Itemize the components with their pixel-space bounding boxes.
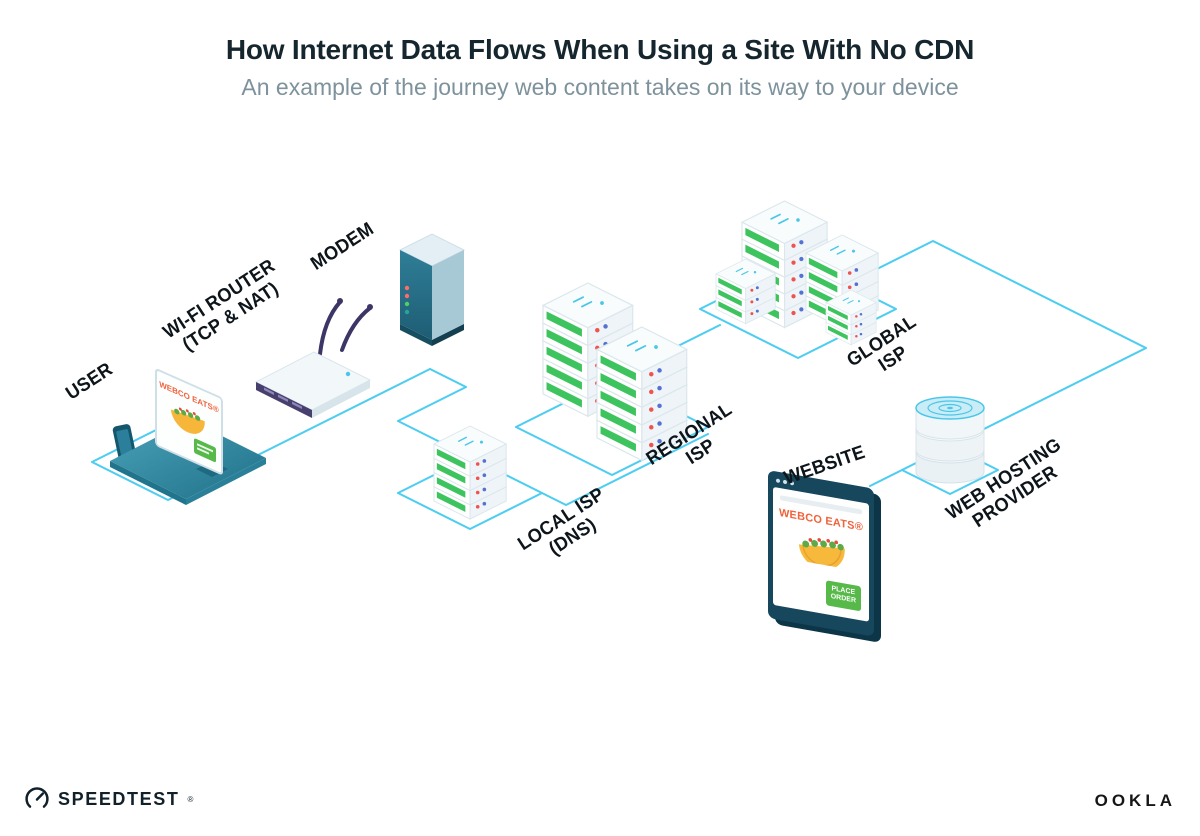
water-ring	[938, 403, 962, 413]
laptop-taco-icon	[170, 407, 205, 434]
modem-base	[400, 324, 432, 346]
taco-icon	[798, 538, 845, 570]
antenna-tip	[337, 298, 343, 304]
modem-to-localisp-line	[397, 368, 471, 458]
speedtest-logo: SPEEDTEST ®	[24, 786, 193, 812]
modem-leds	[404, 285, 410, 315]
wifi-router-illustration	[254, 298, 373, 418]
website-browser: WEBCO EATS® PLACE ORDER	[768, 470, 874, 637]
modem-illustration	[398, 233, 466, 346]
browser-page: WEBCO EATS® PLACE ORDER	[773, 486, 869, 622]
laptop-order-badge	[194, 438, 216, 463]
modem-side	[432, 250, 464, 340]
router-ports	[264, 387, 302, 409]
global-to-hosting-line	[846, 240, 1147, 447]
laptop-screen: WEBCO EATS®	[155, 368, 223, 475]
localisp-to-regional-line	[541, 433, 709, 506]
speedtest-wordmark: SPEEDTEST	[58, 788, 180, 809]
laptop-base-edge-right	[186, 458, 266, 505]
water-ring	[927, 400, 973, 416]
router-side-band	[312, 380, 370, 418]
modem-base	[432, 324, 464, 346]
speedtest-registered-mark: ®	[187, 794, 194, 804]
hosting-to-website-line	[869, 469, 903, 487]
ookla-logo: OOKLA	[1094, 791, 1176, 810]
header: How Internet Data Flows When Using a Sit…	[0, 34, 1200, 101]
local-isp-server-illustration	[433, 425, 507, 520]
router-to-modem-line	[253, 368, 431, 458]
web-hosting-illustration	[915, 396, 985, 484]
place-order-button: PLACE ORDER	[825, 579, 861, 612]
router-antennas	[318, 300, 372, 356]
water-center	[947, 406, 953, 410]
antenna-tip	[367, 304, 373, 310]
router-led	[345, 371, 351, 377]
modem-front	[400, 250, 432, 340]
speedtest-gauge-icon	[25, 787, 49, 808]
router-top	[254, 351, 372, 411]
page-subtitle: An example of the journey web content ta…	[241, 74, 959, 100]
page-title: How Internet Data Flows When Using a Sit…	[225, 34, 975, 65]
localisp-platform-line	[397, 456, 543, 530]
user-laptop-illustration: WEBCO EATS®	[110, 368, 266, 505]
laptop-base-edge-left	[110, 461, 186, 505]
